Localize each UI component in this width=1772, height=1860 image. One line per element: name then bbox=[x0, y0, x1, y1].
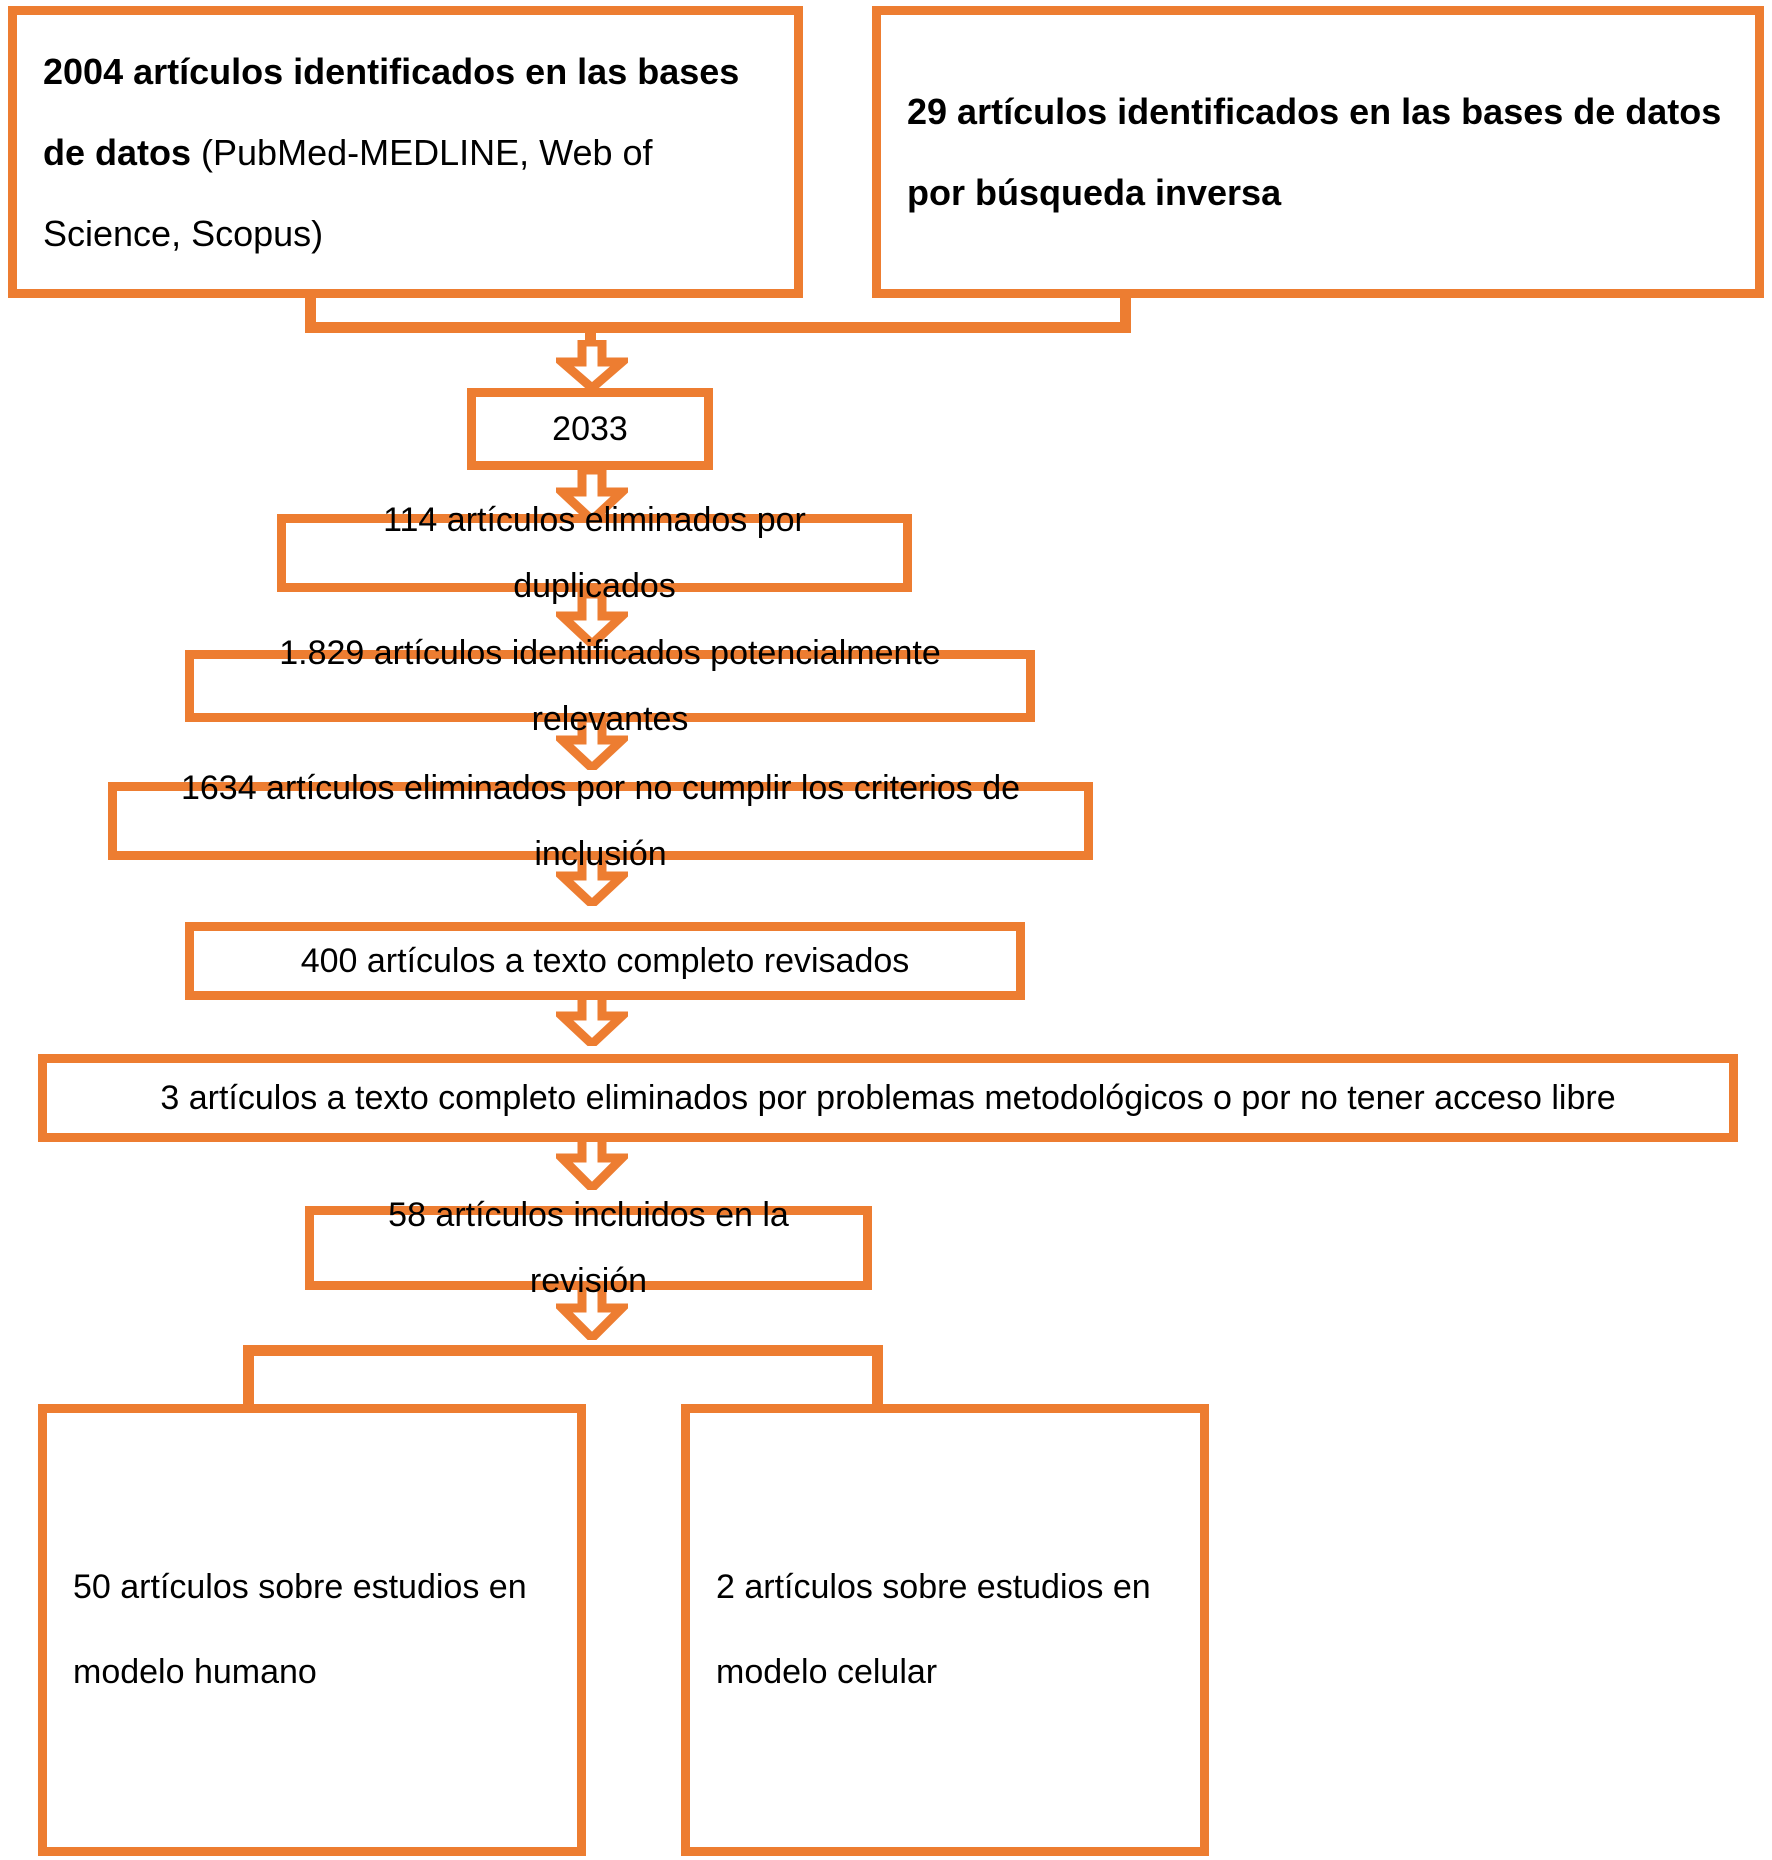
full-text-excluded-text: 3 artículos a texto completo eliminados … bbox=[160, 1078, 1616, 1117]
cell-model-text: 2 artículos sobre estudios en modelo cel… bbox=[716, 1568, 1151, 1691]
arrow-duplicates-to-relevant bbox=[556, 592, 628, 646]
full-text-reviewed-box: 400 artículos a texto completo revisados bbox=[185, 922, 1025, 1000]
identified-reverse-search-box: 29 artículos identificados en las bases … bbox=[872, 6, 1764, 298]
identified-reverse-search-bold: 29 artículos identificados en las bases … bbox=[907, 91, 1722, 213]
human-model-box: 50 artículos sobre estudios en modelo hu… bbox=[38, 1404, 586, 1856]
excluded-criteria-text: 1634 artículos eliminados por no cumplir… bbox=[180, 768, 1021, 873]
identified-databases-rest: (PubMed-MEDLINE, Web of Science, Scopus) bbox=[43, 131, 653, 254]
identified-databases-bold: 2004 artículos identificados en las base… bbox=[43, 50, 740, 173]
total-records-text: 2033 bbox=[552, 409, 628, 448]
connector-split-bar bbox=[243, 1345, 883, 1356]
full-text-excluded-box: 3 artículos a texto completo eliminados … bbox=[38, 1054, 1738, 1142]
full-text-reviewed-text: 400 artículos a texto completo revisados bbox=[300, 941, 910, 980]
connector-left-drop bbox=[305, 296, 316, 332]
identified-reverse-search-text: 29 artículos identificados en las bases … bbox=[881, 71, 1755, 233]
arrow-fulltext-to-removed bbox=[556, 992, 628, 1046]
duplicates-removed-text: 114 artículos eliminados por duplicados bbox=[383, 500, 806, 605]
connector-split-left-drop bbox=[243, 1345, 254, 1412]
connector-merge-stem bbox=[585, 322, 596, 350]
included-in-review-text: 58 artículos incluidos en la revisión bbox=[388, 1195, 789, 1300]
cell-model-box: 2 artículos sobre estudios en modelo cel… bbox=[681, 1404, 1209, 1856]
included-in-review-box: 58 artículos incluidos en la revisión bbox=[305, 1196, 872, 1300]
connector-merge-bar bbox=[305, 322, 1131, 333]
connector-right-drop bbox=[1120, 296, 1131, 332]
human-model-text: 50 artículos sobre estudios en modelo hu… bbox=[73, 1568, 527, 1691]
identified-databases-box: 2004 artículos identificados en las base… bbox=[8, 6, 803, 298]
arrow-to-total bbox=[556, 340, 628, 390]
connector-split-right-drop bbox=[872, 1345, 883, 1412]
excluded-criteria-box: 1634 artículos eliminados por no cumplir… bbox=[108, 769, 1093, 873]
duplicates-removed-box: 114 artículos eliminados por duplicados bbox=[277, 501, 912, 605]
potentially-relevant-box: 1.829 artículos identificados potencialm… bbox=[185, 634, 1035, 738]
arrow-total-to-duplicates bbox=[556, 468, 628, 522]
identified-databases-text: 2004 artículos identificados en las base… bbox=[17, 31, 794, 274]
potentially-relevant-text: 1.829 artículos identificados potencialm… bbox=[279, 633, 941, 738]
total-records-box: 2033 bbox=[467, 388, 713, 470]
